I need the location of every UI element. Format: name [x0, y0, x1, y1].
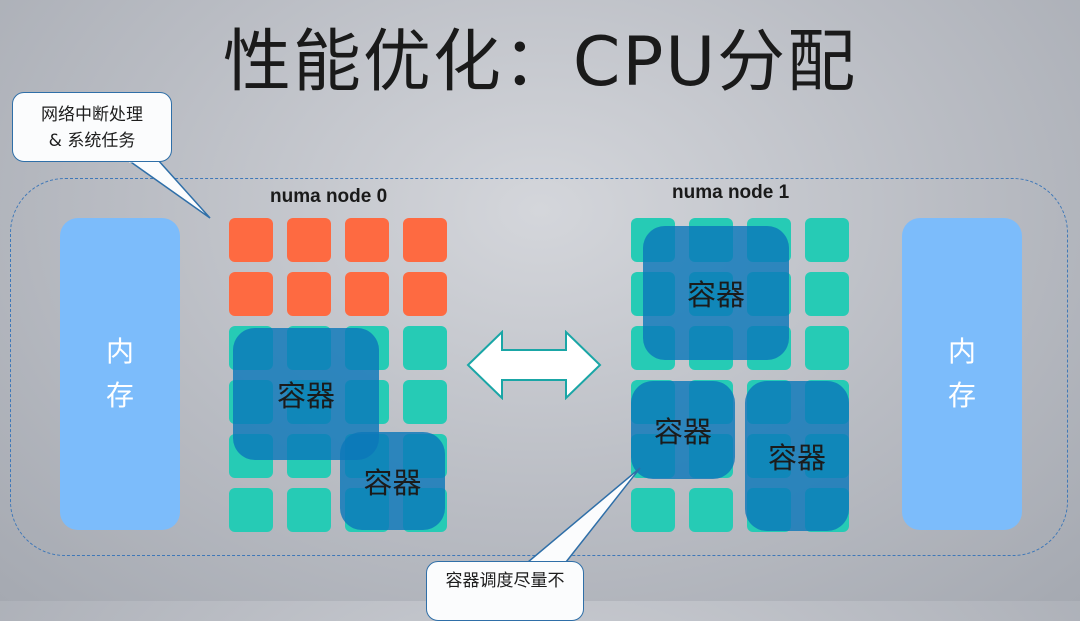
cpu-core-node0-r0-c0 [229, 218, 273, 262]
callout-bottom: 容器调度尽量不 [426, 561, 584, 621]
callout-bottom-line1: 容器调度尽量不 [445, 571, 565, 591]
cpu-core-node0-r5-c0 [229, 488, 273, 532]
container-label: 容器 [767, 441, 826, 475]
cpu-core-node1-r5-c1 [689, 488, 733, 532]
cpu-core-node1-r2-c3 [805, 326, 849, 370]
container-node1-a: 容器 [643, 226, 789, 360]
cpu-core-node0-r0-c2 [345, 218, 389, 262]
callout-top-line2: & 系统任务 [48, 131, 136, 151]
cpu-core-node0-r3-c3 [403, 380, 447, 424]
callout-top-line1: 网络中断处理 [41, 105, 143, 125]
memory-block-right: 内存 [902, 218, 1022, 530]
cpu-core-node1-r0-c3 [805, 218, 849, 262]
interconnect-arrow-icon [466, 330, 602, 400]
container-label: 容器 [363, 466, 422, 500]
cpu-core-node1-r1-c3 [805, 272, 849, 316]
cpu-core-node0-r1-c0 [229, 272, 273, 316]
container-node0-b: 容器 [340, 432, 445, 530]
cpu-core-node0-r5-c1 [287, 488, 331, 532]
container-label: 容器 [686, 278, 745, 312]
memory-label-left: 内存 [105, 335, 134, 412]
cpu-core-node1-r5-c0 [631, 488, 675, 532]
cpu-core-node0-r0-c1 [287, 218, 331, 262]
container-node1-c: 容器 [745, 381, 849, 531]
memory-block-left: 内存 [60, 218, 180, 530]
memory-label-right: 内存 [947, 335, 976, 412]
container-label: 容器 [276, 379, 335, 413]
cpu-core-node0-r1-c2 [345, 272, 389, 316]
cpu-core-node0-r2-c3 [403, 326, 447, 370]
container-node1-b: 容器 [631, 381, 735, 479]
numa-node-1-label: numa node 1 [672, 182, 790, 203]
callout-top: 网络中断处理 & 系统任务 [12, 92, 172, 162]
cpu-core-node0-r1-c3 [403, 272, 447, 316]
cpu-core-node0-r1-c1 [287, 272, 331, 316]
container-label: 容器 [653, 415, 712, 449]
cpu-core-node0-r0-c3 [403, 218, 447, 262]
numa-node-0-label: numa node 0 [270, 186, 388, 207]
page-title: 性能优化：CPU分配 [222, 23, 858, 102]
